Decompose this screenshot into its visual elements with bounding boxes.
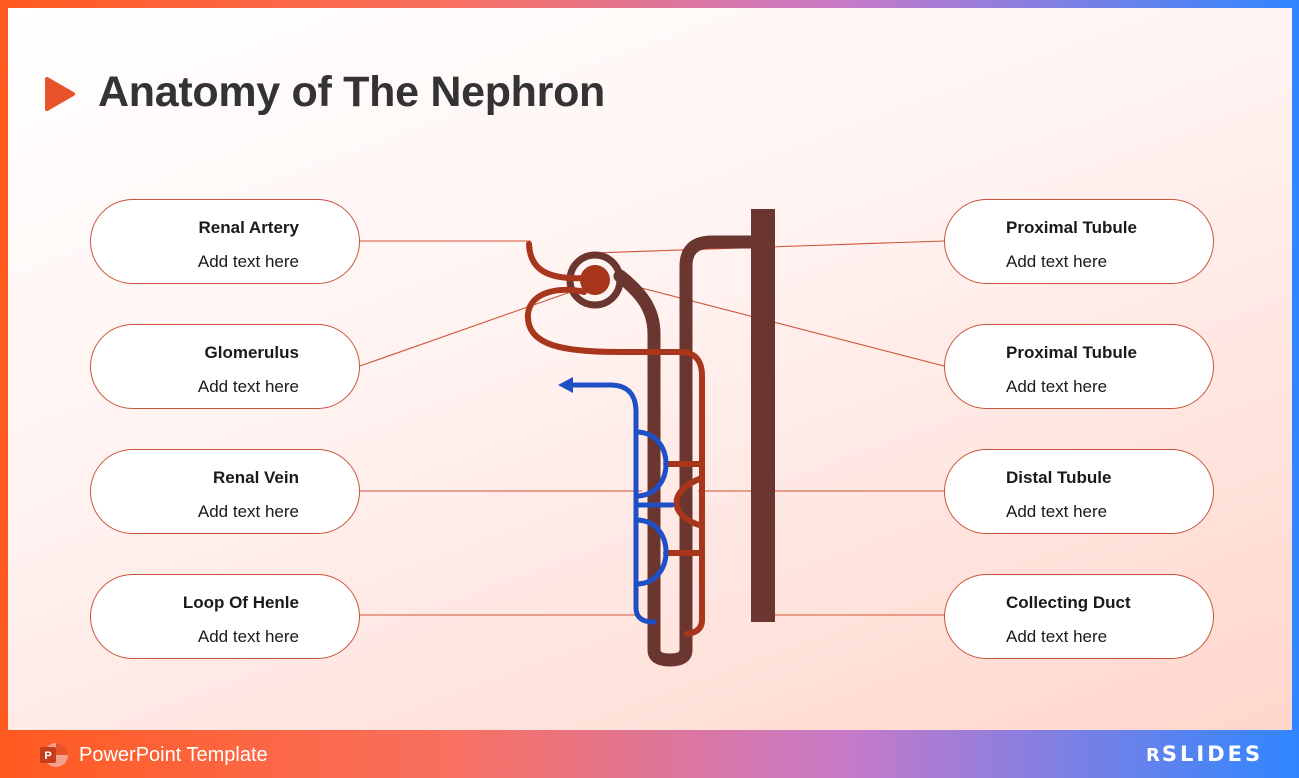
- callout-title: Proximal Tubule: [1006, 218, 1137, 237]
- powerpoint-icon: P: [40, 743, 68, 767]
- callout-title: Glomerulus: [204, 343, 299, 362]
- connector-lines: [359, 240, 945, 616]
- page-title: Anatomy of The Nephron: [98, 68, 606, 116]
- connector-glomerulus: [359, 282, 597, 367]
- callout-collecting-duct: Collecting Duct Add text here: [944, 574, 1214, 659]
- callout-proximal-tubule-1: Proximal Tubule Add text here: [944, 199, 1214, 284]
- artery-vessels: [524, 241, 705, 637]
- callout-text: Add text here: [1006, 502, 1108, 521]
- collecting-duct-shape: [751, 209, 775, 622]
- callout-text: Add text here: [197, 377, 299, 396]
- callout-renal-artery: Renal Artery Add text here: [90, 199, 360, 284]
- callout-title: Collecting Duct: [1006, 593, 1131, 612]
- vein-vessels: [567, 382, 675, 625]
- play-triangle-icon: [45, 77, 75, 111]
- callout-renal-vein: Renal Vein Add text here: [90, 449, 360, 534]
- callout-glomerulus: Glomerulus Add text here: [90, 324, 360, 409]
- callout-text: Add text here: [197, 627, 299, 646]
- slide: Anatomy of The Nephron: [8, 8, 1292, 730]
- callout-distal-tubule: Distal Tubule Add text here: [944, 449, 1214, 534]
- callout-text: Add text here: [1006, 252, 1108, 271]
- callout-title: Distal Tubule: [1006, 468, 1112, 487]
- connector-proximal-tubule-2: [621, 282, 945, 367]
- footer-label: PowerPoint Template: [79, 744, 268, 766]
- callout-text: Add text here: [1006, 627, 1108, 646]
- callout-title: Renal Artery: [198, 218, 299, 237]
- brand-prefix: R: [1146, 745, 1160, 766]
- callout-text: Add text here: [1006, 377, 1108, 396]
- callout-title: Proximal Tubule: [1006, 343, 1137, 362]
- callout-title: Renal Vein: [213, 468, 299, 487]
- brand-name: SLIDES: [1161, 742, 1264, 766]
- callout-title: Loop Of Henle: [182, 593, 299, 612]
- glomerulus-shape: [580, 265, 610, 295]
- connector-renal-artery: [360, 240, 533, 249]
- callout-text: Add text here: [197, 252, 299, 271]
- brand-logo: RSLIDES: [1146, 742, 1263, 766]
- callout-text: Add text here: [197, 502, 299, 521]
- callout-loop-of-henle: Loop Of Henle Add text here: [90, 574, 360, 659]
- callout-proximal-tubule-2: Proximal Tubule Add text here: [944, 324, 1214, 409]
- vein-arrow-icon: [558, 377, 573, 393]
- nephron-tubule-shape: [613, 235, 760, 667]
- nephron-diagram: [359, 209, 945, 667]
- svg-text:P: P: [44, 750, 51, 762]
